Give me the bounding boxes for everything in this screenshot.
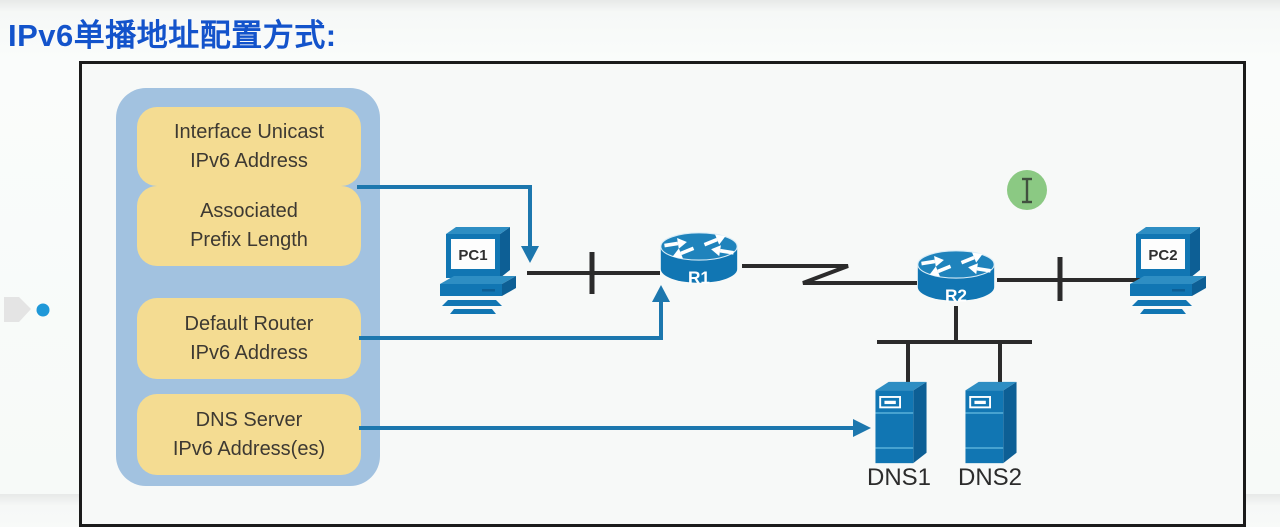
pc-screen bbox=[1141, 239, 1185, 269]
pc-base-vent bbox=[1172, 289, 1185, 292]
note-line: DNS Server bbox=[195, 408, 303, 431]
note-line: IPv6 Address bbox=[190, 149, 308, 172]
pc-foot bbox=[442, 300, 502, 306]
pc2-icon: PC2 bbox=[1130, 227, 1206, 314]
note-interface-unicast: Interface Unicast IPv6 Address bbox=[137, 107, 361, 186]
note-line: Associated bbox=[200, 200, 298, 222]
server-seams bbox=[965, 412, 1004, 449]
pc-base-side bbox=[1192, 276, 1206, 296]
server-dns1-icon bbox=[875, 381, 927, 464]
pc-foot-lower bbox=[1140, 309, 1186, 314]
pc-base bbox=[1130, 284, 1192, 296]
bullet-dot-icon bbox=[36, 303, 50, 317]
server-slot-dash bbox=[974, 400, 986, 405]
pc-base-side bbox=[502, 276, 516, 296]
note-line: Prefix Length bbox=[190, 229, 308, 251]
pc-monitor-side bbox=[1190, 227, 1200, 278]
server-dns2-icon bbox=[965, 381, 1017, 464]
router-r2-icon: R2 bbox=[917, 250, 995, 306]
note-prefix-length: Associated Prefix Length bbox=[137, 186, 361, 266]
r1-label: R1 bbox=[688, 268, 710, 288]
page-title: IPv6单播地址配置方式: bbox=[8, 18, 337, 53]
server-top bbox=[965, 381, 1017, 391]
router-arrows bbox=[921, 252, 991, 277]
router-top bbox=[917, 250, 995, 279]
dns1-label: DNS1 bbox=[866, 464, 932, 491]
pc-base-top bbox=[440, 276, 516, 284]
note-line: Default Router bbox=[184, 312, 314, 335]
pc-monitor-side bbox=[500, 227, 510, 278]
server-side bbox=[1003, 381, 1017, 464]
note-line: IPv6 Address(es) bbox=[172, 437, 326, 460]
pc1-icon: PC1 bbox=[440, 227, 516, 314]
pc1-label: PC1 bbox=[458, 247, 487, 264]
note-line: IPv6 Address bbox=[190, 341, 308, 364]
router-top bbox=[660, 232, 738, 261]
note-dns-server: DNS Server IPv6 Address(es) bbox=[137, 394, 361, 475]
server-top bbox=[875, 381, 927, 391]
pc-monitor-top bbox=[1136, 227, 1200, 234]
pc-foot-lower bbox=[450, 309, 496, 314]
router-r1-icon: R1 bbox=[660, 232, 738, 288]
pc-monitor-top bbox=[446, 227, 510, 234]
play-arrow-icon bbox=[4, 297, 31, 322]
router-arrows bbox=[664, 234, 734, 259]
pc-base bbox=[440, 284, 502, 296]
dns2-label: DNS2 bbox=[957, 464, 1023, 491]
server-seams bbox=[875, 412, 914, 449]
server-side bbox=[913, 381, 927, 464]
pc-foot bbox=[1132, 300, 1192, 306]
note-line: Interface Unicast bbox=[173, 120, 325, 143]
pc-base-vent bbox=[482, 289, 495, 292]
server-slot-dash bbox=[884, 400, 896, 405]
pc2-label: PC2 bbox=[1148, 247, 1177, 264]
note-default-router: Default Router IPv6 Address bbox=[137, 298, 361, 379]
r2-label: R2 bbox=[945, 286, 967, 306]
